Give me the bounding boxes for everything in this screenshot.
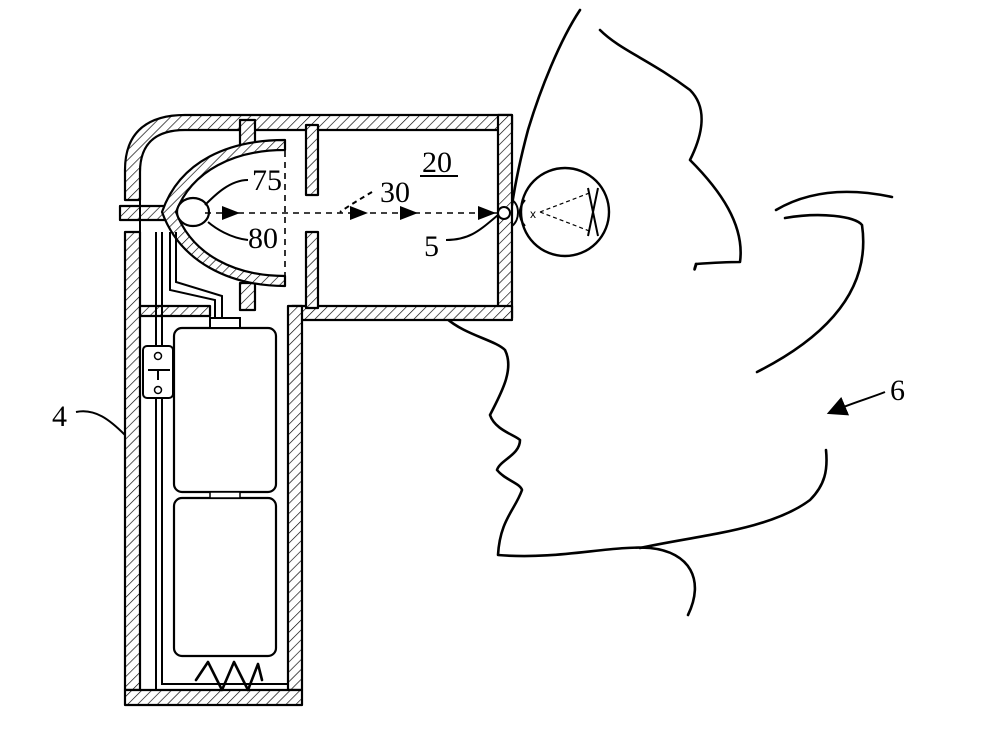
face-profile — [444, 8, 894, 617]
light-beam — [205, 140, 500, 286]
label-chamber: 20 — [422, 146, 452, 179]
label-face: 6 — [890, 374, 905, 407]
reference-labels: 4 5 6 20 30 75 80 — [52, 146, 905, 433]
exit-window — [497, 199, 519, 227]
label-beam: 30 — [380, 176, 410, 209]
label-device: 4 — [52, 400, 67, 433]
label-eye-point: 5 — [424, 230, 439, 263]
batteries — [172, 317, 278, 658]
leader-lines — [75, 175, 499, 436]
lamp-socket — [118, 194, 177, 232]
wiring — [142, 232, 288, 691]
device-housing — [123, 113, 514, 707]
lamp-bulb — [175, 196, 211, 228]
svg-text:x: x — [530, 207, 536, 221]
label-reflector: 80 — [248, 222, 278, 255]
spring — [194, 660, 264, 692]
eyeball: x — [518, 166, 611, 258]
label-lamp: 75 — [252, 164, 282, 197]
